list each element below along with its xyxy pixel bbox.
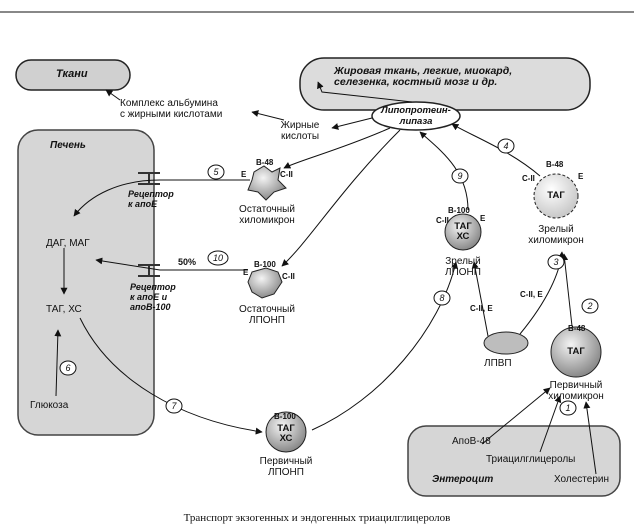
mature-chylo-core: ТАГ — [547, 190, 565, 201]
receptor-apoe-icon — [138, 172, 160, 185]
primary-chylo-name-2: хиломикрон — [548, 391, 604, 402]
residual-chylo-apo-right: C-II — [280, 170, 293, 179]
receptor-percent: 50% — [178, 257, 197, 267]
receptor-apoe-apob-icon — [138, 264, 160, 277]
residual-vldl-apo-left: E — [243, 268, 249, 277]
mature-chylo-apo-left: C-II — [522, 174, 535, 183]
residual-vldl-name-1: Остаточный — [239, 304, 295, 315]
step-5: 5 — [213, 167, 219, 177]
step-3: 3 — [553, 257, 559, 267]
enterocyte-box — [407, 425, 621, 497]
mature-chylo-apo-top: B-48 — [546, 160, 564, 169]
liver-box — [17, 129, 155, 436]
step-circles — [59, 138, 599, 416]
hdl-transfer-left: C-II, E — [470, 304, 493, 313]
primary-chylomicron-shape — [550, 326, 602, 378]
lipase-label-2: липаза — [399, 116, 433, 127]
residual-chylo-name-2: хиломикрон — [239, 215, 295, 226]
primary-vldl-name-2: ЛПОНП — [268, 467, 304, 478]
albumin-complex-label-2: с жирными кислотами — [120, 109, 223, 120]
primary-vldl-core-2: ХС — [279, 433, 293, 444]
enterocyte-tag: Триацилглицеролы — [486, 454, 576, 465]
hdl-transfer-right: C-II, E — [520, 290, 543, 299]
fatty-acids-label-1: Жирные — [280, 120, 320, 131]
hdl-shape — [483, 331, 529, 355]
primary-chylo-apo-top: B-48 — [568, 324, 586, 333]
enterocyte-apob48: АпоВ-48 — [452, 436, 491, 447]
primary-vldl-name-1: Первичный — [259, 456, 313, 467]
liver-dag: ДАГ, МАГ — [46, 238, 90, 249]
mature-vldl-core-1: ТАГ — [454, 221, 472, 232]
adipose-label-1: Жировая ткань, легкие, миокард, — [334, 65, 513, 77]
step-4: 4 — [503, 141, 509, 151]
primary-vldl-core-1: ТАГ — [277, 423, 295, 434]
step-9: 9 — [457, 171, 463, 181]
mature-vldl-name-1: Зрелый — [445, 256, 481, 267]
enterocyte-title: Энтероцит — [432, 474, 494, 485]
tissues-title: Ткани — [56, 68, 88, 80]
mature-chylo-apo-right: E — [578, 172, 584, 181]
primary-chylo-core: ТАГ — [567, 346, 585, 357]
hdl-name: ЛПВП — [484, 358, 512, 369]
primary-vldl-shape — [265, 411, 307, 453]
receptor-apoe-apob-label-2: к апоЕ и — [130, 292, 168, 302]
enterocyte-chol: Холестерин — [554, 474, 609, 485]
step-10: 10 — [212, 253, 223, 263]
step-6: 6 — [65, 363, 71, 373]
residual-chylomicron-shape — [247, 165, 287, 201]
mature-chylo-name-1: Зрелый — [538, 224, 574, 235]
adipose-label-2: селезенка, костный мозг и др. — [334, 76, 498, 88]
residual-chylo-apo-left: E — [241, 170, 247, 179]
mature-vldl-shape — [444, 213, 482, 251]
arrows — [54, 81, 597, 475]
receptor-apoe-apob-label-3: апоВ-100 — [130, 302, 171, 312]
figure-caption: Транспорт экзогенных и эндогенных триаци… — [183, 512, 451, 524]
mature-vldl-name-2: ЛПОНП — [445, 267, 481, 278]
residual-vldl-name-2: ЛПОНП — [249, 315, 285, 326]
mature-vldl-core-2: ХС — [456, 231, 470, 242]
mature-chylomicron-shape — [533, 173, 579, 219]
step-8: 8 — [439, 293, 445, 303]
step-1: 1 — [565, 403, 571, 413]
residual-vldl-apo-top: B-100 — [254, 260, 276, 269]
fatty-acids-label-2: кислоты — [280, 131, 320, 142]
step-2: 2 — [587, 301, 593, 311]
receptor-apoe-apob-label-1: Рецептор — [130, 282, 176, 292]
residual-vldl-apo-right: C-II — [282, 272, 295, 281]
step-7: 7 — [171, 401, 177, 411]
residual-vldl-shape — [247, 267, 283, 299]
albumin-complex-label-1: Комплекс альбумина — [120, 98, 218, 109]
primary-vldl-apo-top: B-100 — [274, 412, 296, 421]
mature-vldl-apo-top: B-100 — [448, 206, 470, 215]
primary-chylo-name-1: Первичный — [549, 380, 603, 391]
lipase-label-1: Липопротеин- — [381, 105, 451, 116]
residual-chylo-apo-top: B-48 — [256, 158, 274, 167]
tissues-pill — [15, 59, 131, 91]
lipase-ellipse — [371, 101, 461, 131]
liver-glucose: Глюкоза — [30, 400, 69, 411]
mature-vldl-apo-right: E — [480, 214, 486, 223]
receptor-apoe-label-2: к апоЕ — [128, 199, 158, 209]
mature-vldl-apo-left: C-II — [436, 216, 449, 225]
liver-title: Печень — [50, 140, 86, 151]
mature-chylo-name-2: хиломикрон — [528, 235, 584, 246]
liver-tag: ТАГ, ХС — [46, 304, 82, 315]
residual-chylo-name-1: Остаточный — [239, 204, 295, 215]
receptor-apoe-label-1: Рецептор — [128, 189, 174, 199]
